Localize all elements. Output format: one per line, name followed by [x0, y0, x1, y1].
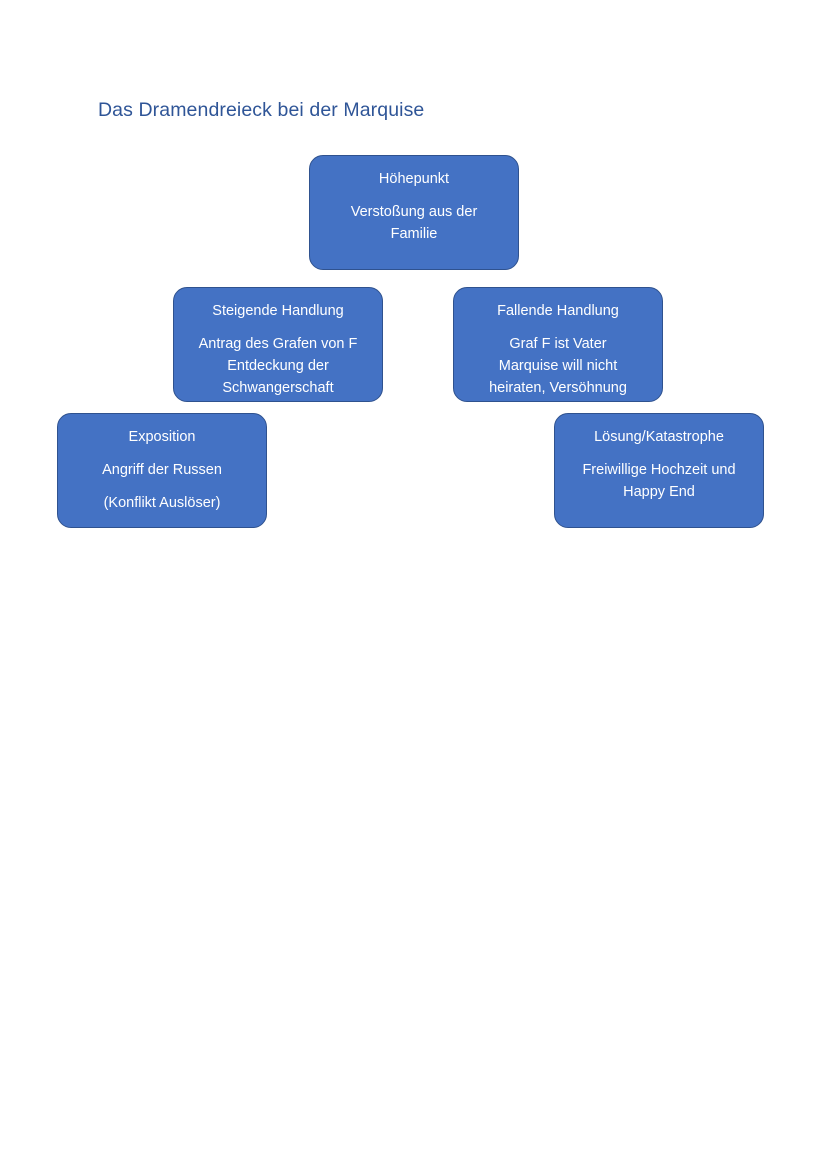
box-heading: Exposition	[128, 429, 196, 445]
box-heading: Steigende Handlung	[212, 303, 344, 319]
box-steigende-handlung: Steigende Handlung Antrag des Grafen von…	[173, 287, 383, 402]
box-text-line: Marquise will nicht	[498, 358, 618, 374]
box-exposition: Exposition Angriff der Russen (Konflikt …	[57, 413, 267, 528]
box-text-line: Graf F ist Vater	[509, 336, 607, 352]
box-text-line: Angriff der Russen	[102, 462, 222, 478]
box-heading: Lösung/Katastrophe	[594, 429, 724, 445]
box-text-line: heiraten, Versöhnung	[489, 380, 627, 396]
box-text-line: Freiwillige Hochzeit und	[582, 462, 736, 478]
box-hoehepunkt: Höhepunkt Verstoßung aus der Familie	[309, 155, 519, 270]
box-heading: Fallende Handlung	[497, 303, 619, 319]
box-loesung-katastrophe: Lösung/Katastrophe Freiwillige Hochzeit …	[554, 413, 764, 528]
box-text-line: Antrag des Grafen von F	[198, 336, 358, 352]
box-heading: Höhepunkt	[378, 171, 450, 187]
box-note: (Konflikt Auslöser)	[103, 495, 221, 511]
box-text-line: Entdeckung der	[227, 358, 329, 374]
box-text-line: Happy End	[623, 484, 695, 500]
box-text-line: Verstoßung aus der	[350, 204, 478, 220]
box-fallende-handlung: Fallende Handlung Graf F ist Vater Marqu…	[453, 287, 663, 402]
box-text-line: Schwangerschaft	[222, 380, 334, 396]
box-text-line: Familie	[390, 226, 438, 242]
page-title: Das Dramendreieck bei der Marquise	[98, 99, 425, 121]
